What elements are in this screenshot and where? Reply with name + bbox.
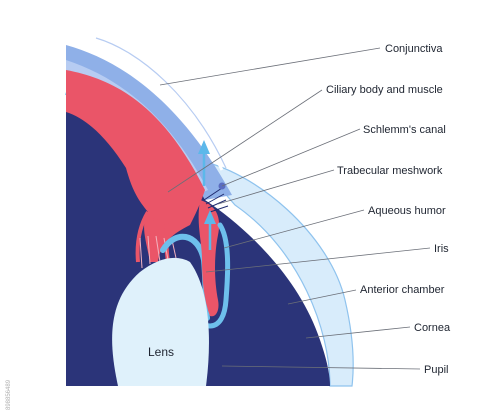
leader-aqueous-humor xyxy=(223,209,365,249)
leader-pupil xyxy=(221,365,421,370)
lens xyxy=(112,257,209,386)
label-anterior-chamber: Anterior chamber xyxy=(360,284,445,296)
iris xyxy=(198,200,220,317)
trabecular-meshwork xyxy=(203,187,229,213)
label-cornea: Cornea xyxy=(414,322,451,334)
cornea xyxy=(194,159,354,387)
leader-lines xyxy=(159,47,431,370)
ciliary-body xyxy=(66,70,205,262)
leader-conjunctiva xyxy=(159,47,381,86)
leader-anterior-chamber xyxy=(287,289,357,305)
leader-ciliary-body xyxy=(167,89,323,193)
label-aqueous-humor: Aqueous humor xyxy=(368,205,446,217)
label-iris: Iris xyxy=(434,243,449,255)
leader-schlemms-canal xyxy=(221,128,361,187)
watermark-id-text: 898856489 xyxy=(6,379,11,410)
label-pupil: Pupil xyxy=(424,364,448,376)
leader-trabecular-meshwork xyxy=(217,169,335,205)
label-schlemms-canal: Schlemm's canal xyxy=(363,124,446,136)
label-trabecular-meshwork: Trabecular meshwork xyxy=(337,165,443,177)
label-conjunctiva: Conjunctiva xyxy=(385,43,443,55)
label-ciliary-body: Ciliary body and muscle xyxy=(326,84,443,96)
label-lens: Lens xyxy=(148,345,174,359)
watermark-id: 898856489 xyxy=(6,379,11,410)
leader-cornea xyxy=(305,326,411,339)
leader-iris xyxy=(205,247,431,273)
